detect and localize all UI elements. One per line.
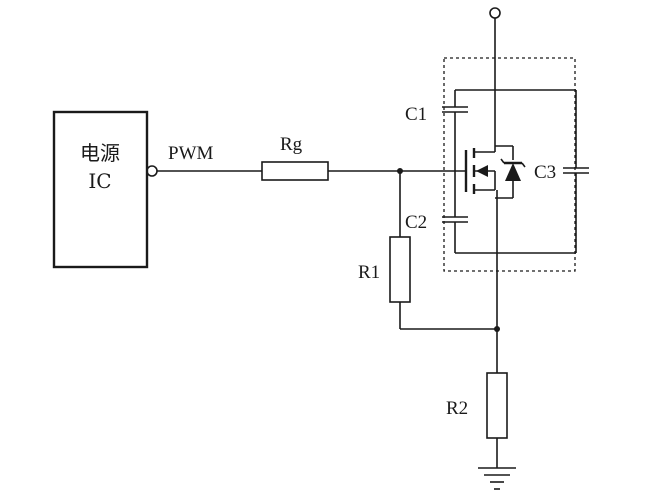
pwm-label: PWM	[168, 143, 214, 164]
r2-label: R2	[446, 398, 468, 419]
c1-label: C1	[405, 104, 427, 125]
ic-label-line2: IC	[88, 169, 111, 193]
rg-label: Rg	[280, 134, 303, 155]
pwm-terminal	[146, 165, 158, 177]
resistor-r2	[486, 372, 508, 439]
supply-terminal	[489, 7, 501, 19]
ground-icon	[478, 467, 516, 490]
c3-label: C3	[534, 162, 556, 183]
mosfet-symbol	[464, 145, 526, 329]
r1-label: R1	[358, 262, 380, 283]
power-ic-block: 电源 IC	[52, 110, 149, 269]
capacitor-c1	[442, 89, 495, 171]
parasitic-capacitance-box	[443, 57, 576, 272]
resistor-rg	[261, 161, 329, 181]
capacitor-c2	[442, 171, 497, 254]
ic-label-line1: 电源	[80, 141, 120, 165]
resistor-r1	[389, 236, 411, 303]
c2-label: C2	[405, 212, 427, 233]
capacitor-c3	[495, 89, 589, 254]
